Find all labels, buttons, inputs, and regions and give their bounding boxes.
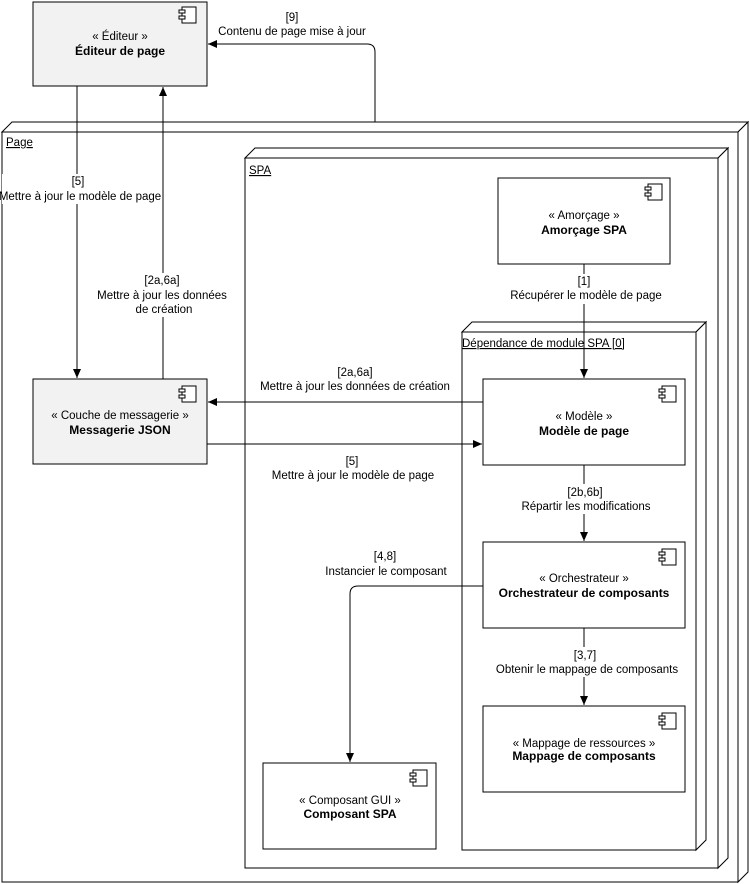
model-name: Modèle de page	[539, 424, 629, 438]
arrow-9-label: Contenu de page mise à jour	[218, 26, 366, 38]
messaging-stereotype: « Couche de messagerie »	[51, 410, 188, 422]
arrow-5-left-step: [5]	[72, 176, 85, 188]
arrow-2a6a-left-step: [2a,6a]	[144, 275, 179, 287]
editor-component: « Éditeur » Éditeur de page	[32, 1, 208, 87]
arrow-2a6a-left-line1: Mettre à jour les données	[97, 290, 227, 302]
arrow-2a6a-left-line2: de création	[136, 304, 193, 316]
arrow-37: [3,7] Obtenir le mappage de composants	[492, 628, 684, 705]
mapping-name: Mappage de composants	[512, 749, 656, 763]
component-icon	[658, 712, 677, 730]
messaging-component: « Couche de messagerie » Messagerie JSON	[32, 378, 208, 465]
arrow-5-left: [5] Mettre à jour le modèle de page	[0, 86, 162, 378]
arrow-1: [1] Récupérer le modèle de page	[504, 264, 666, 378]
model-component: « Modèle » Modèle de page	[482, 378, 686, 466]
orchestrator-stereotype: « Orchestrateur »	[539, 573, 628, 585]
arrow-2b6b-label: Répartir les modifications	[521, 501, 650, 513]
arrow-48-label: Instancier le composant	[325, 566, 447, 578]
component-icon	[409, 769, 428, 787]
arrow-1-label: Récupérer le modèle de page	[510, 290, 662, 302]
arrow-37-label: Obtenir le mappage de composants	[496, 664, 678, 676]
orchestrator-component: « Orchestrateur » Orchestrateur de compo…	[482, 541, 686, 629]
arrow-5-mid: [5] Mettre à jour le modèle de page	[207, 440, 482, 482]
arrow-37-step: [3,7]	[574, 650, 596, 662]
arrow-2a6a-mid-label: Mettre à jour les données de création	[260, 381, 450, 393]
spa-component-stereotype: « Composant GUI »	[299, 795, 401, 807]
mapping-stereotype: « Mappage de ressources »	[513, 738, 656, 750]
bootstrap-name: Amorçage SPA	[541, 223, 627, 237]
arrow-5-mid-label: Mettre à jour le modèle de page	[272, 470, 434, 482]
editor-stereotype: « Éditeur »	[92, 30, 148, 43]
component-icon	[658, 385, 677, 403]
spa-component-name: Composant SPA	[303, 807, 396, 821]
editor-name: Éditeur de page	[75, 43, 165, 58]
module-frame-title: Dépendance de module SPA [0]	[462, 338, 625, 350]
arrow-1-step: [1]	[578, 276, 591, 288]
page-frame-title: Page	[6, 137, 33, 149]
bootstrap-component: « Amorçage » Amorçage SPA	[497, 177, 671, 265]
model-stereotype: « Modèle »	[556, 411, 613, 423]
orchestrator-name: Orchestrateur de composants	[499, 586, 670, 600]
arrow-2a6a-left: [2a,6a] Mettre à jour les données de cré…	[92, 87, 228, 379]
mapping-component: « Mappage de ressources » Mappage de com…	[482, 705, 686, 793]
component-icon	[658, 548, 677, 566]
messaging-name: Messagerie JSON	[69, 423, 170, 437]
arrow-2b6b-step: [2b,6b]	[567, 487, 602, 499]
arrow-2a6a-mid-step: [2a,6a]	[337, 367, 372, 379]
arrow-2a6a-mid: [2a,6a] Mettre à jour les données de cré…	[208, 367, 483, 406]
arrow-48-step: [4,8]	[374, 551, 396, 563]
bootstrap-stereotype: « Amorçage »	[549, 210, 620, 222]
component-icon	[178, 6, 197, 24]
arrow-5-mid-step: [5]	[346, 456, 359, 468]
arrow-2b6b: [2b,6b] Répartir les modifications	[518, 465, 658, 541]
component-icon	[644, 183, 663, 201]
arrow-5-left-label: Mettre à jour le modèle de page	[0, 191, 161, 203]
arrow-9: [9] Contenu de page mise à jour	[208, 12, 376, 122]
component-icon	[178, 385, 197, 403]
arrow-48: [4,8] Instancier le composant	[325, 551, 483, 762]
spa-frame-title: SPA	[249, 165, 271, 177]
arrow-9-step: [9]	[286, 12, 299, 24]
spa-component: « Composant GUI » Composant SPA	[262, 762, 437, 850]
